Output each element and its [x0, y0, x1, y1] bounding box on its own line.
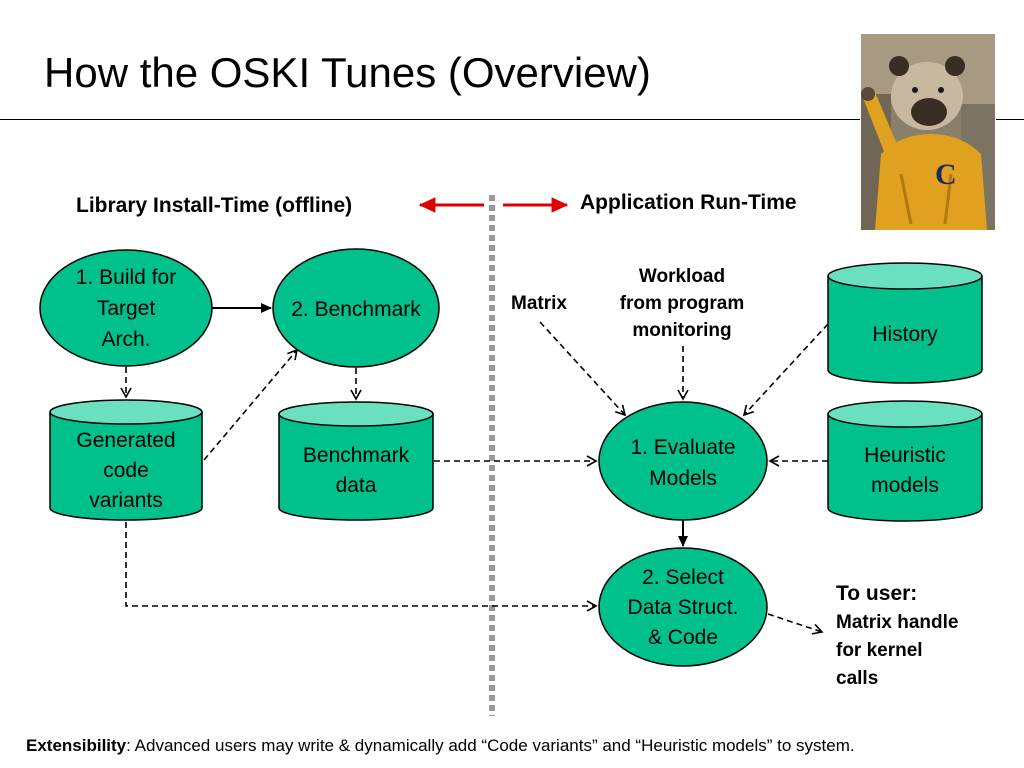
benchmark-data-line-2: data — [336, 474, 377, 497]
build-line-3: Arch. — [101, 328, 150, 351]
workload-line-2: from program — [620, 293, 745, 314]
build-line-1: 1. Build for — [76, 266, 176, 289]
select-node: 2. Select Data Struct. & Code — [598, 547, 768, 667]
select-line-3: & Code — [648, 626, 718, 649]
page-title: How the OSKI Tunes (Overview) — [44, 49, 651, 96]
edge-generated-select — [125, 522, 598, 612]
title-divider-right — [996, 119, 1024, 120]
heuristic-line-2: models — [871, 474, 939, 497]
handle-line-1: Matrix handle — [836, 612, 958, 633]
benchmark-data-store: Benchmark data — [278, 401, 434, 521]
extensibility-text: : Advanced users may write & dynamically… — [126, 736, 855, 755]
select-line-1: 2. Select — [642, 566, 724, 589]
workload-line-3: monitoring — [632, 320, 731, 341]
extensibility-note: Extensibility: Advanced users may write … — [26, 736, 855, 756]
build-line-2: Target — [97, 297, 156, 320]
handle-line-2: for kernel — [836, 640, 923, 661]
svg-text:C: C — [935, 158, 957, 191]
benchmark-node: 2. Benchmark — [272, 248, 440, 368]
install-time-header: Library Install-Time (offline) — [76, 194, 352, 217]
extensibility-label: Extensibility — [26, 736, 127, 755]
generated-line-2: code — [103, 459, 149, 482]
workload-line-1: Workload — [639, 266, 725, 287]
evaluate-line-1: 1. Evaluate — [630, 436, 735, 459]
generated-line-3: variants — [89, 489, 163, 512]
select-line-2: Data Struct. — [628, 596, 739, 619]
evaluate-line-2: Models — [649, 467, 717, 490]
heuristic-line-1: Heuristic — [864, 444, 946, 467]
edge-history-evaluate — [742, 323, 829, 417]
build-node: 1. Build for Target Arch. — [39, 249, 213, 367]
benchmark-data-line-1: Benchmark — [303, 444, 410, 467]
edge-matrix-evaluate — [539, 321, 627, 417]
handle-line-3: calls — [836, 668, 878, 689]
heuristic-models-store: Heuristic models — [827, 400, 983, 522]
title-divider — [0, 119, 860, 120]
edge-select-user — [767, 613, 824, 635]
generated-variants-store: Generated code variants — [49, 399, 203, 521]
history-store: History — [827, 262, 983, 384]
matrix-label: Matrix — [511, 293, 567, 314]
evaluate-node: 1. Evaluate Models — [598, 401, 768, 521]
edge-generated-benchmark — [203, 348, 299, 461]
to-user-label: To user: — [836, 582, 917, 605]
benchmark-line-1: 2. Benchmark — [291, 298, 421, 321]
mascot-photo: C — [861, 34, 995, 230]
generated-line-1: Generated — [76, 429, 175, 452]
history-line-1: History — [872, 323, 938, 346]
run-time-header: Application Run-Time — [580, 191, 797, 214]
